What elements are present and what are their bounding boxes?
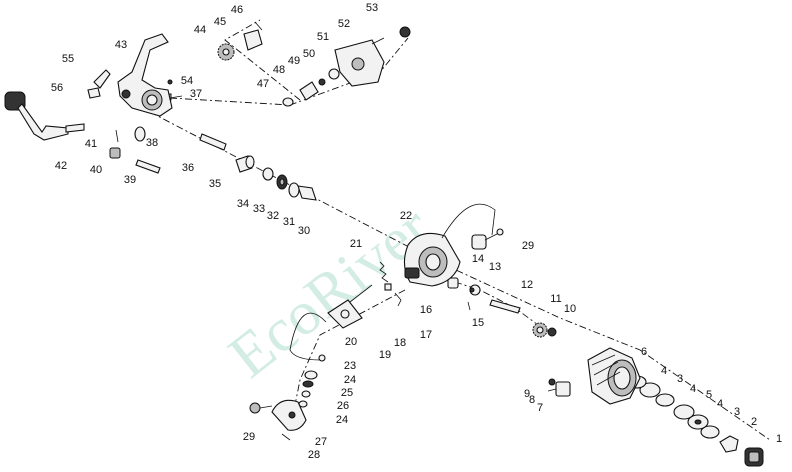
callout-number: 49 bbox=[288, 55, 300, 67]
callout-number: 28 bbox=[308, 449, 320, 461]
callout-number: 5 bbox=[706, 389, 712, 401]
part-drag-knob bbox=[744, 447, 764, 467]
callout-number: 33 bbox=[253, 203, 265, 215]
part-spool-gear bbox=[532, 322, 557, 338]
part-drag-washer-cap bbox=[719, 435, 739, 453]
part-pinion-gear bbox=[199, 133, 227, 151]
callout-number: 12 bbox=[521, 279, 533, 291]
callout-number: 26 bbox=[337, 400, 349, 412]
callout-number: 54 bbox=[181, 75, 193, 87]
callout-number: 18 bbox=[394, 337, 406, 349]
part-bearing-stack bbox=[262, 167, 317, 201]
callout-number: 3 bbox=[734, 406, 740, 418]
part-reel-body bbox=[117, 33, 173, 117]
part-bail-arm bbox=[327, 284, 373, 329]
callout-number: 21 bbox=[350, 238, 362, 250]
callout-number: 34 bbox=[237, 198, 249, 210]
callout-number: 38 bbox=[146, 137, 158, 149]
callout-number: 22 bbox=[400, 210, 412, 222]
part-side-cover bbox=[334, 26, 411, 87]
part-main-shaft bbox=[489, 299, 521, 314]
callout-number: 43 bbox=[115, 39, 127, 51]
part-rotor bbox=[403, 203, 496, 287]
callout-number: 14 bbox=[472, 253, 484, 265]
part-bail-wire bbox=[289, 312, 327, 362]
callout-number: 40 bbox=[90, 164, 102, 176]
part-spool bbox=[587, 347, 641, 405]
callout-number: 4 bbox=[717, 398, 723, 410]
part-bushing bbox=[235, 155, 255, 173]
part-handle bbox=[4, 91, 85, 141]
callout-number: 41 bbox=[85, 138, 97, 150]
part-spool-clicker bbox=[547, 378, 571, 397]
callout-number: 2 bbox=[751, 416, 757, 428]
part-bail-mount bbox=[271, 399, 307, 441]
part-anti-reverse bbox=[109, 126, 161, 174]
callout-number: 56 bbox=[51, 82, 63, 94]
callout-number: 32 bbox=[267, 210, 279, 222]
callout-number: 48 bbox=[273, 64, 285, 76]
callout-number: 19 bbox=[379, 349, 391, 361]
callout-number: 23 bbox=[344, 360, 356, 372]
callout-number: 11 bbox=[550, 293, 561, 305]
part-slider-assembly bbox=[282, 68, 340, 107]
callout-number: 13 bbox=[489, 261, 501, 273]
part-main-gear bbox=[217, 21, 263, 61]
callout-number: 44 bbox=[194, 24, 206, 36]
callout-number: 25 bbox=[341, 387, 353, 399]
part-bail-spring-coil bbox=[379, 261, 389, 283]
callout-number: 16 bbox=[420, 304, 432, 316]
callout-number: 4 bbox=[661, 365, 667, 377]
callout-number: 29 bbox=[522, 240, 534, 252]
callout-number: 45 bbox=[214, 16, 226, 28]
callout-number: 17 bbox=[420, 329, 432, 341]
callout-number: 6 bbox=[641, 346, 647, 358]
part-bail-spring bbox=[384, 283, 402, 307]
callout-number: 47 bbox=[257, 78, 269, 90]
part-screw-rotor bbox=[484, 228, 504, 241]
callout-number: 24 bbox=[344, 374, 356, 386]
callout-number: 52 bbox=[338, 18, 350, 30]
callout-number: 27 bbox=[315, 436, 327, 448]
callout-number: 50 bbox=[303, 48, 315, 60]
callout-number: 15 bbox=[472, 317, 484, 329]
callout-number: 30 bbox=[298, 225, 310, 237]
callout-number: 20 bbox=[345, 336, 357, 348]
callout-number: 55 bbox=[62, 53, 74, 65]
callout-number: 42 bbox=[55, 160, 67, 172]
watermark: EcoRiver bbox=[217, 193, 444, 391]
callout-number: 10 bbox=[564, 303, 576, 315]
part-line-roller bbox=[447, 277, 481, 311]
callout-number: 37 bbox=[190, 88, 202, 100]
callout-number: 1 bbox=[776, 433, 782, 445]
callout-number: 4 bbox=[690, 383, 696, 395]
callout-number: 8 bbox=[529, 394, 535, 406]
callout-number: 36 bbox=[182, 162, 194, 174]
callout-number: 51 bbox=[317, 31, 329, 43]
assembly-axis-lines bbox=[149, 19, 771, 441]
callout-number: 39 bbox=[124, 174, 136, 186]
part-body-screws bbox=[87, 69, 173, 99]
callout-number: 3 bbox=[677, 373, 683, 385]
callout-number: 7 bbox=[537, 402, 543, 414]
callout-number: 29 bbox=[243, 431, 255, 443]
callout-number: 53 bbox=[366, 2, 378, 14]
part-drag-washers bbox=[627, 375, 720, 439]
callout-number: 9 bbox=[524, 388, 530, 400]
callout-number: 31 bbox=[283, 216, 295, 228]
callout-number: 46 bbox=[231, 4, 243, 16]
part-screw-bottom bbox=[249, 402, 273, 414]
callout-number: 24 bbox=[336, 414, 348, 426]
callout-labels: 1233444567891011121314151617181920212223… bbox=[51, 2, 782, 461]
callout-number: 35 bbox=[209, 178, 221, 190]
